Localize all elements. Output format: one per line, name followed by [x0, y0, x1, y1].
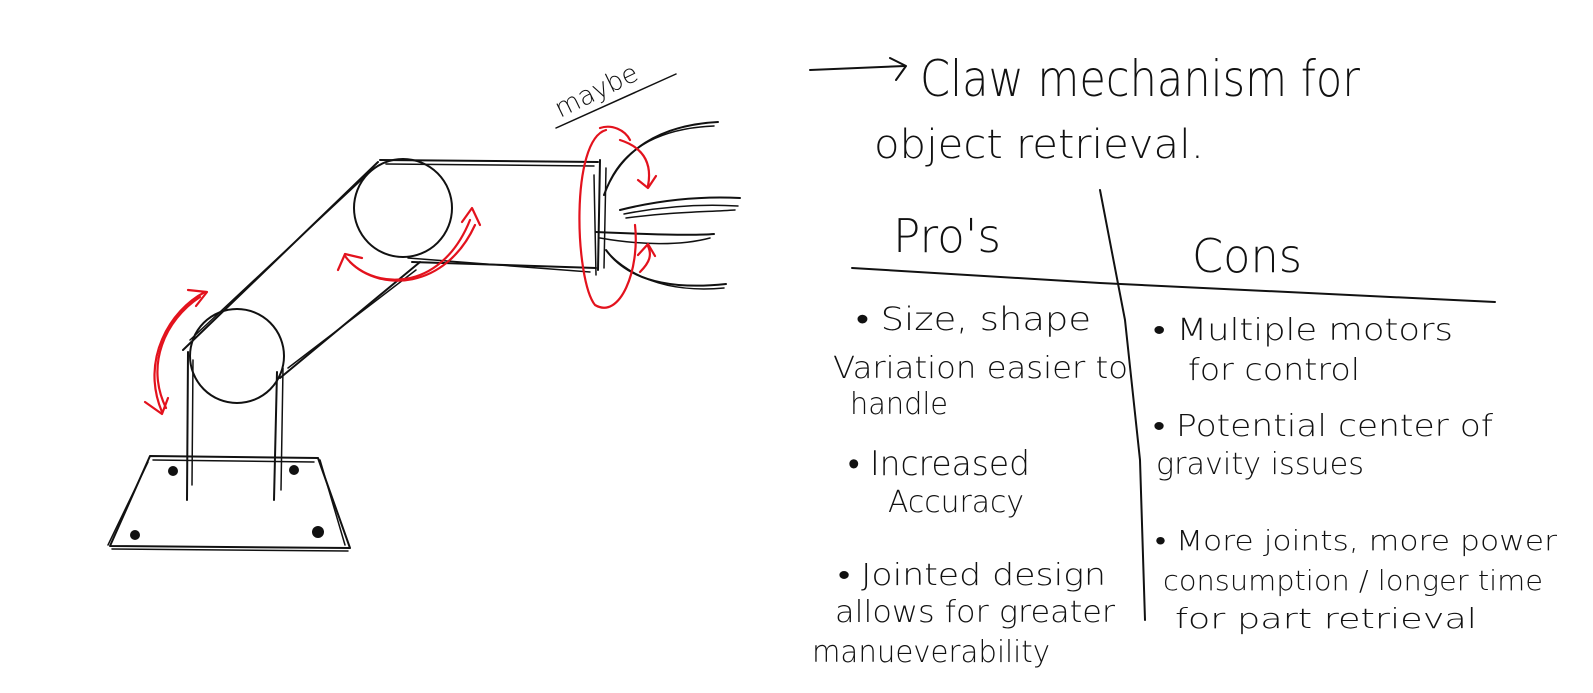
motion-arrows	[143, 125, 658, 416]
heading: Claw mechanism for object retrieval.	[809, 50, 1360, 168]
arrow-icon	[809, 65, 906, 71]
heading-line-2: object retrieval.	[874, 122, 1204, 168]
pros-list: • Size, shape Variation easier to handle…	[812, 300, 1128, 670]
cons-item-3-line-1: • More joints, more power	[1155, 524, 1558, 557]
maybe-annotation: maybe	[550, 58, 677, 129]
cons-item-1-line-2: for control	[1188, 353, 1360, 388]
pros-cons-table: Pro's Cons • Size, shape Variation easie…	[812, 189, 1558, 670]
cons-item-2-line-2: gravity issues	[1156, 447, 1364, 482]
arrow-head	[889, 57, 907, 81]
wrist-plate	[593, 159, 607, 276]
bolt	[312, 526, 324, 538]
upper-arm	[182, 161, 421, 379]
pros-item-3-line-3: manueverability	[812, 635, 1050, 670]
cons-list: • Multiple motors for control • Potentia…	[1153, 313, 1558, 635]
cons-item-2-line-1: • Potential center of	[1153, 409, 1493, 444]
cons-item-3-line-2: consumption / longer time	[1163, 564, 1543, 597]
maybe-label: maybe	[550, 58, 643, 124]
pros-header: Pro's	[893, 209, 1001, 263]
pros-item-1-line-2: Variation easier to	[833, 351, 1128, 386]
lower-column	[186, 351, 284, 501]
claw-fingers	[595, 121, 741, 290]
pros-item-2-line-2: Accuracy	[888, 485, 1024, 520]
base-plate	[107, 455, 351, 552]
bolt	[289, 465, 299, 475]
cons-item-3-line-3: for part retrieval	[1175, 602, 1477, 635]
pros-item-1-line-1: • Size, shape	[856, 300, 1091, 338]
shoulder-joint	[189, 308, 285, 404]
elbow-joint	[353, 158, 453, 258]
bolt	[130, 530, 140, 540]
pros-item-3-line-1: • Jointed design	[838, 558, 1106, 593]
heading-line-1: Claw mechanism for	[920, 50, 1360, 108]
pros-item-1-line-3: handle	[850, 387, 948, 422]
pros-item-2-line-1: • Increased	[848, 444, 1030, 484]
cons-header: Cons	[1192, 229, 1302, 283]
bolt	[168, 466, 178, 476]
forearm	[379, 159, 599, 273]
header-divider	[851, 267, 1496, 303]
robot-arm-drawing: maybe	[107, 58, 741, 552]
cons-item-1-line-1: • Multiple motors	[1153, 313, 1453, 348]
pros-item-3-line-2: allows for greater	[835, 595, 1116, 630]
column-divider	[1099, 189, 1146, 621]
